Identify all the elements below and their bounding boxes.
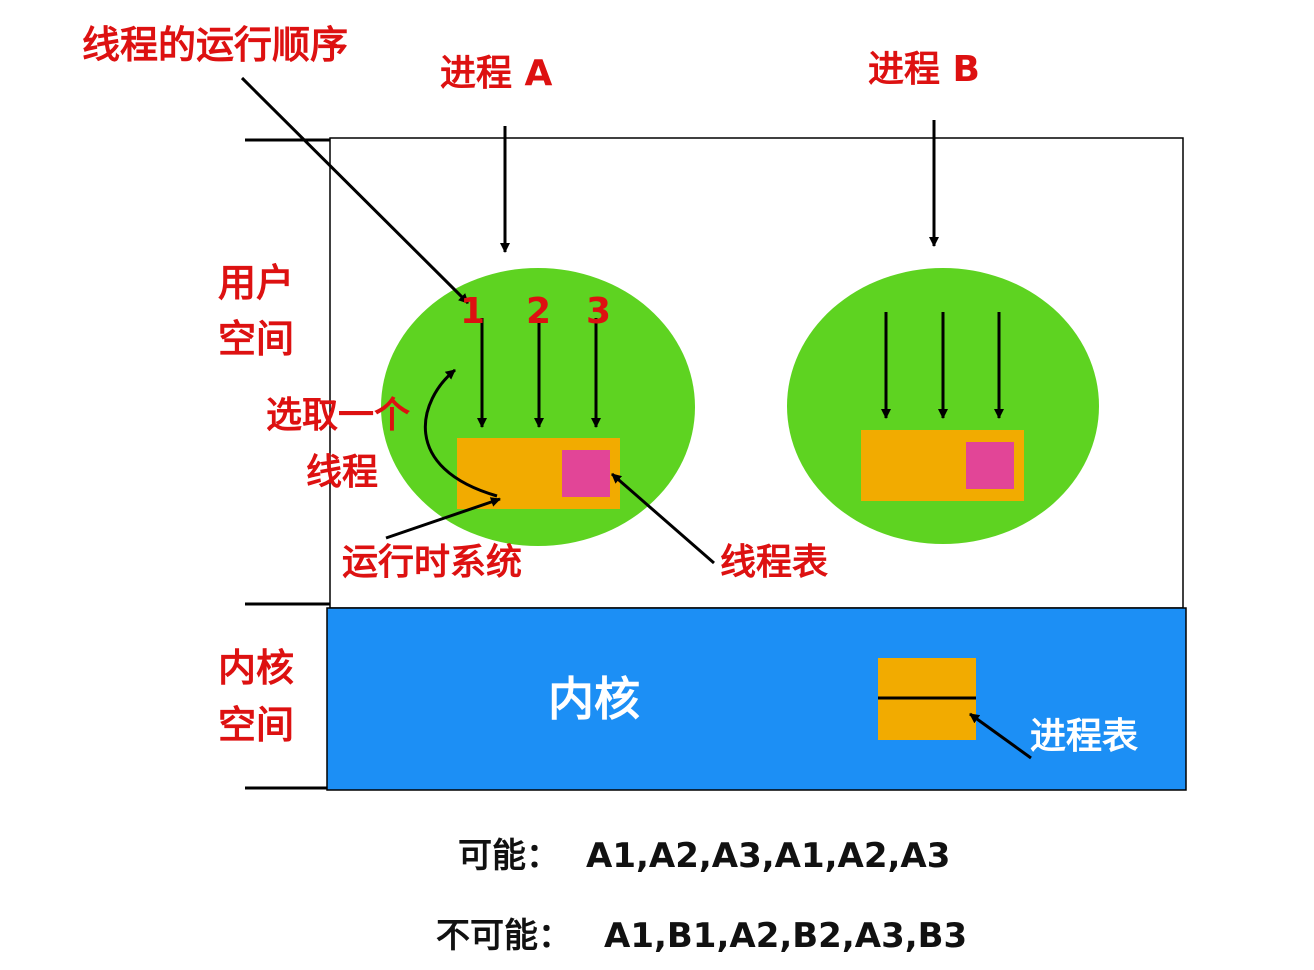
process-table-label: 进程表 bbox=[1030, 716, 1139, 757]
select-thread-label-line2: 线程 bbox=[306, 452, 379, 493]
thread-order-label: 线程的运行顺序 bbox=[82, 23, 349, 67]
kernel-box bbox=[326, 607, 1187, 791]
possible-sequence: A1,A2,A3,A1,A2,A3 bbox=[586, 836, 951, 876]
thread-table-arrow bbox=[611, 472, 715, 565]
kernel-label: 内核 bbox=[548, 672, 640, 726]
process-a-label: 进程 A bbox=[440, 53, 553, 94]
thread-table-label: 线程表 bbox=[720, 542, 829, 583]
select-thread-curve-arrow bbox=[423, 368, 498, 498]
kernel-space-label-line1: 内核 bbox=[218, 646, 295, 690]
user-space-label-line1: 用户 bbox=[218, 261, 295, 305]
impossible-sequence: A1,B1,A2,B2,A3,B3 bbox=[604, 916, 968, 956]
process-b-label: 进程 B bbox=[868, 49, 980, 90]
kernel-space-label-line2: 空间 bbox=[218, 703, 295, 747]
thread-number-3: 3 bbox=[586, 291, 612, 332]
runtime-system-label: 运行时系统 bbox=[342, 542, 523, 583]
thread-number-2: 2 bbox=[526, 291, 552, 332]
select-thread-label-line1: 选取一个 bbox=[266, 395, 411, 436]
thread-order-arrow bbox=[240, 76, 470, 305]
thread-table-a bbox=[562, 450, 610, 497]
user-space-label-line2: 空间 bbox=[218, 317, 295, 361]
thread-table-b bbox=[966, 442, 1014, 489]
impossible-label: 不可能： bbox=[436, 916, 572, 956]
runtime-system-arrow bbox=[385, 497, 501, 540]
possible-label: 可能： bbox=[458, 836, 560, 876]
thread-number-1: 1 bbox=[460, 291, 486, 332]
process-table-arrow bbox=[969, 712, 1032, 760]
